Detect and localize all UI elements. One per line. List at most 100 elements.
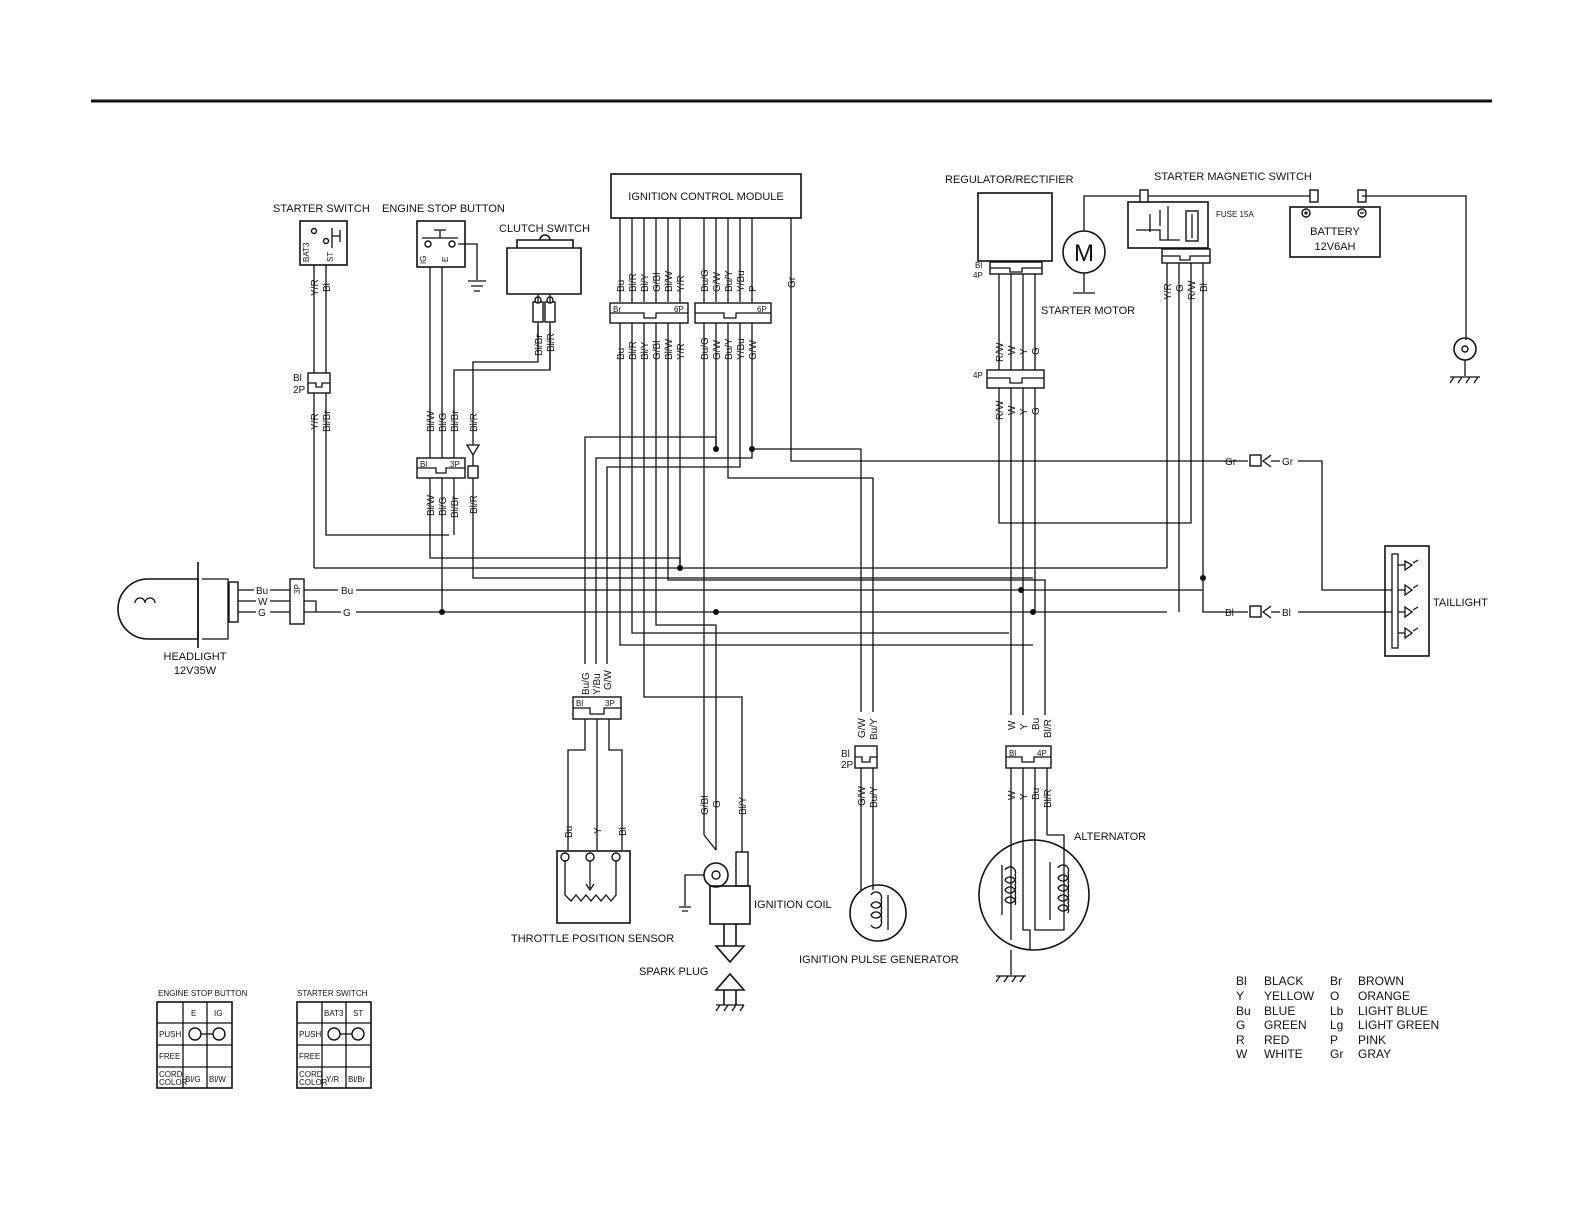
headlight-feeds: Bu G bbox=[316, 575, 1206, 619]
diagram-label: Bl/Y bbox=[640, 341, 651, 360]
headlight: Bu W G 3P HEADLIGHT 12V35W bbox=[117, 562, 320, 677]
diagram-label: PUSH bbox=[159, 1030, 181, 1039]
icm-wiring bbox=[584, 362, 1248, 795]
icm-label: IGNITION CONTROL MODULE bbox=[628, 191, 783, 203]
diagram-label: Bl/G bbox=[438, 496, 449, 516]
diagram-label: Bu/Y bbox=[724, 338, 735, 360]
diagram-label: PUSH bbox=[299, 1030, 321, 1039]
diagram-label: Bl bbox=[576, 699, 583, 708]
diagram-label: W bbox=[258, 597, 268, 608]
diagram-label: Bl bbox=[1236, 974, 1247, 988]
diagram-label: STARTER MAGNETIC SWITCH bbox=[1154, 171, 1312, 183]
diagram-label: Bu bbox=[616, 280, 627, 292]
starter-magnetic-switch: STARTER MAGNETIC SWITCH FUSE 15A Y/R G R… bbox=[1127, 171, 1319, 613]
diagram-label: THROTTLE POSITION SENSOR bbox=[511, 933, 674, 945]
diagram-label: Y/Bu bbox=[736, 338, 747, 360]
diagram-label: Bl/G bbox=[438, 412, 449, 432]
icm-pins bbox=[619, 218, 792, 452]
diagram-label: W bbox=[1007, 405, 1018, 415]
diagram-label: Gr bbox=[1330, 1047, 1343, 1061]
diagram-label: Bl/Br bbox=[534, 334, 545, 356]
diagram-label: Bu bbox=[616, 348, 627, 360]
diagram-label: E bbox=[191, 1009, 196, 1018]
wire-label: G/Bl bbox=[652, 273, 663, 292]
diagram-label: G/Bl bbox=[700, 796, 711, 815]
diagram-label: G bbox=[1031, 407, 1042, 415]
diagram-label: Bl/R bbox=[1043, 719, 1054, 738]
diagram-label: 2P bbox=[841, 760, 854, 771]
diagram-label: 4P bbox=[1037, 749, 1047, 758]
diagram-label: Gr bbox=[787, 276, 798, 288]
diagram-label: Lg bbox=[1330, 1018, 1343, 1032]
diagram-label: G/W bbox=[857, 785, 868, 806]
diagram-label: Bl/W bbox=[664, 338, 675, 360]
diagram-label: Y bbox=[1019, 348, 1030, 355]
diagram-label: ENGINE STOP BUTTON bbox=[382, 203, 505, 215]
diagram-label: Bl/W bbox=[426, 410, 437, 432]
diagram-label: IG bbox=[419, 256, 428, 264]
diagram-label: Bl/R bbox=[469, 413, 480, 432]
diagram-label: BLACK bbox=[1264, 974, 1303, 988]
diagram-label: 6P bbox=[757, 305, 767, 314]
alternator-group: W Y Bu Bl/R Bl 4P W Y Bu Bl/R ALTERNATOR bbox=[978, 718, 1146, 983]
diagram-label: Bu/Y bbox=[869, 786, 880, 808]
diagram-label: Bu/G bbox=[581, 672, 592, 695]
throttle-position-sensor-group: Bu/G Y/Bu G/W Bl 3P Bu Y Bl THROTTLE POS… bbox=[511, 669, 674, 945]
diagram-label: YELLOW bbox=[1264, 989, 1315, 1003]
diagram-label: M bbox=[1074, 240, 1094, 267]
diagram-label: 4P bbox=[973, 271, 983, 280]
diagram-label: Y/Bu bbox=[736, 270, 747, 292]
diagram-label: IG bbox=[214, 1009, 222, 1018]
diagram-label: LIGHT BLUE bbox=[1358, 1004, 1428, 1018]
diagram-label: Bl bbox=[420, 460, 427, 469]
diagram-label: Bl/W bbox=[664, 270, 675, 292]
starter-switch: STARTER SWITCH BAT3 ST Y/R Bl Bl 2P Y/R … bbox=[273, 203, 449, 568]
diagram-label: Y/R bbox=[1163, 283, 1174, 300]
handlebar-connector-3p: Bl/W Bl/G Bl/Br Bl/R Bl 3P Bl/W Bl/G Bl/… bbox=[314, 410, 1167, 612]
diagram-label: Y bbox=[1019, 793, 1030, 800]
clutch-switch: CLUTCH SWITCH Bl/Br Bl/R bbox=[465, 223, 590, 457]
diagram-label: STARTER SWITCH bbox=[297, 989, 368, 998]
diagram-label: Bl bbox=[1282, 608, 1291, 619]
diagram-label: G bbox=[343, 608, 351, 619]
diagram-label: Br bbox=[613, 305, 621, 314]
diagram-label: HEADLIGHT bbox=[164, 651, 227, 663]
diagram-label: G/W bbox=[857, 717, 868, 738]
diagram-label: Y/R bbox=[310, 279, 321, 296]
diagram-label: BLUE bbox=[1264, 1004, 1295, 1018]
diagram-label: G bbox=[1175, 284, 1186, 292]
diagram-label: ENGINE STOP BUTTON bbox=[158, 989, 248, 998]
diagram-label: 2P bbox=[293, 385, 306, 396]
diagram-label: Y/R bbox=[310, 413, 321, 430]
diagram-label: Bl bbox=[1225, 608, 1234, 619]
engine-stop-button: ENGINE STOP BUTTON IG E bbox=[382, 203, 551, 458]
diagram-label: BROWN bbox=[1358, 974, 1404, 988]
diagram-label: R/W bbox=[995, 342, 1006, 362]
diagram-label: G bbox=[712, 800, 723, 808]
diagram-label: 3P bbox=[450, 460, 460, 469]
battery: BATTERY 12V6AH bbox=[1289, 189, 1480, 384]
diagram-label: Bl/Y bbox=[738, 796, 749, 815]
diagram-label: CLUTCH SWITCH bbox=[499, 223, 590, 235]
diagram-label: Bu/G bbox=[700, 269, 711, 292]
diagram-label: Bl bbox=[841, 749, 850, 760]
diagram-label: G/W bbox=[712, 271, 723, 292]
diagram-label: ALTERNATOR bbox=[1074, 831, 1146, 843]
diagram-label: Bl/G bbox=[185, 1075, 201, 1084]
diagram-label: Bl bbox=[618, 827, 629, 836]
diagram-label: Bu/Y bbox=[724, 270, 735, 292]
diagram-label: IGNITION PULSE GENERATOR bbox=[799, 954, 959, 966]
diagram-label: ST bbox=[353, 1009, 363, 1018]
icm-lower-pins bbox=[619, 323, 753, 362]
diagram-label: R bbox=[1236, 1033, 1245, 1047]
diagram-label: Gr bbox=[1225, 457, 1237, 468]
diagram-label: GRAY bbox=[1358, 1047, 1391, 1061]
diagram-label: Bl/R bbox=[628, 273, 639, 292]
diagram-label: R/W bbox=[1187, 280, 1198, 300]
diagram-label: Lb bbox=[1330, 1004, 1344, 1018]
diagram-label: W bbox=[1007, 720, 1018, 730]
diagram-label: Y bbox=[593, 827, 604, 834]
diagram-label: Bu bbox=[1031, 788, 1042, 800]
diagram-label: Bu bbox=[1031, 718, 1042, 730]
